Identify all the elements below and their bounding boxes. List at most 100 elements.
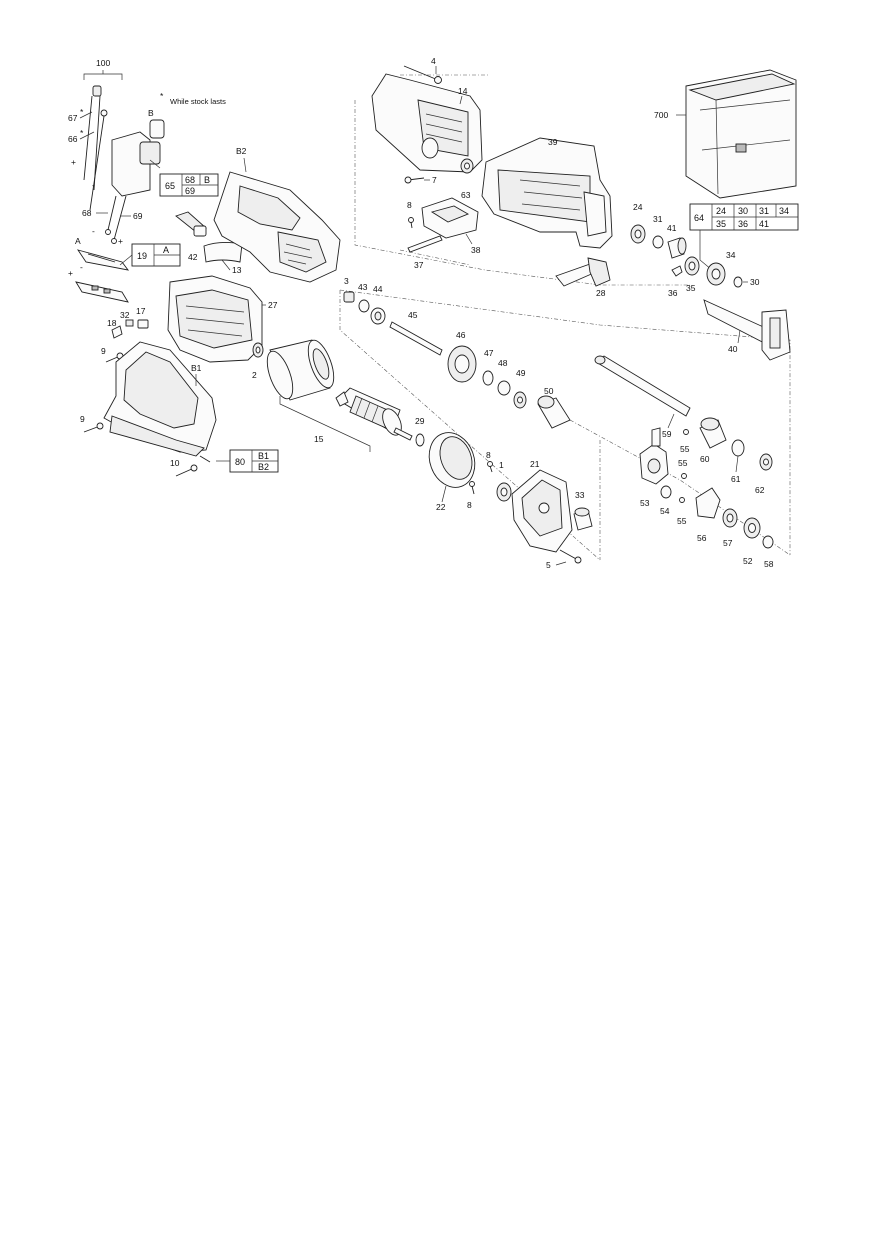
kit-64-top-1: 30 [738, 206, 748, 216]
label-9b: 9 [80, 414, 85, 424]
group-100: 100 [83, 58, 123, 80]
part-45-shaft: 45 [389, 310, 443, 356]
part-28-lever: 28 [555, 257, 611, 298]
part-44-washer: 44 [370, 284, 386, 325]
label-A: A [75, 236, 81, 246]
part-47-washer: 47 [482, 348, 494, 386]
part-53-wobble: 53 [639, 427, 669, 508]
part-55-screws: 55 55 55 [677, 429, 690, 526]
label-41: 41 [667, 223, 677, 233]
part-33-bushing: 33 [573, 490, 593, 531]
label-43: 43 [358, 282, 368, 292]
kit-65-bottom: 69 [185, 186, 195, 196]
label-44: 44 [373, 284, 383, 294]
label-63: 63 [461, 190, 471, 200]
label-15: 15 [314, 434, 324, 444]
label-68: 68 [82, 208, 92, 218]
part-58-nut: 58 [762, 535, 774, 569]
label-10: 10 [170, 458, 180, 468]
svg-text:*: * [160, 91, 164, 101]
part-5-screw: 5 [546, 549, 582, 570]
part-40-shoe: 40 [703, 299, 791, 361]
label-55b: 55 [678, 458, 688, 468]
part-7-screw: 7 [404, 175, 437, 185]
label-49: 49 [516, 368, 526, 378]
kit-64-top-0: 24 [716, 206, 726, 216]
part-armature [335, 387, 413, 441]
part-21-gear-cover: 21 [511, 459, 573, 553]
part-24-sleeve: 24 [630, 202, 646, 244]
note-while-stock-lasts: * While stock lasts [160, 91, 226, 106]
label-100: 100 [96, 58, 110, 68]
part-43-washer: 43 [358, 282, 370, 313]
part-4-screw: 4 [403, 56, 442, 84]
label-2: 2 [252, 370, 257, 380]
part-10-screw: 10 [170, 455, 211, 477]
part-50-bushing: 50 [537, 386, 571, 429]
label-39: 39 [548, 137, 558, 147]
kit-80-top: B1 [258, 451, 269, 461]
part-2-bearing: 2 [252, 342, 264, 380]
label-42: 42 [188, 252, 198, 262]
kit-80-bottom: B2 [258, 462, 269, 472]
label-8a: 8 [407, 200, 412, 210]
kit-box-80: 80 B1 B2 [216, 449, 279, 473]
part-54-ring: 54 [660, 485, 672, 516]
part-8b-screw: 8 [486, 450, 493, 473]
label-55c: 55 [677, 516, 687, 526]
part-30-ring: 30 [733, 276, 760, 288]
label-22: 22 [436, 502, 446, 512]
kit-64-number: 64 [694, 213, 704, 223]
part-37-pin: 37 [407, 235, 443, 270]
part-27-motor-housing: 27 [167, 275, 278, 363]
kit-65-top-1: B [204, 175, 210, 185]
kit-19-number: 19 [137, 251, 147, 261]
label-56: 56 [697, 533, 707, 543]
label-35: 35 [686, 283, 696, 293]
label-38: 38 [471, 245, 481, 255]
part-61-ring: 61 [731, 439, 745, 484]
label-59: 59 [662, 429, 672, 439]
label-45: 45 [408, 310, 418, 320]
kit-64-bottom-1: 36 [738, 219, 748, 229]
kit-80-number: 80 [235, 457, 245, 467]
label-28: 28 [596, 288, 606, 298]
label-B2: B2 [236, 146, 247, 156]
part-42-clip: 42 [175, 211, 207, 262]
label-34: 34 [726, 250, 736, 260]
part-41-collar: 41 [667, 223, 687, 259]
part-39-nose-housing: 39 [481, 137, 613, 249]
label-50: 50 [544, 386, 554, 396]
part-leads-67-66: 67 * 66 * + - [68, 85, 108, 211]
label-21: 21 [530, 459, 540, 469]
kit-64-bottom-2: 41 [759, 219, 769, 229]
part-60-bushing: 60 [699, 417, 727, 464]
label-36: 36 [668, 288, 678, 298]
kit-64-top-3: 34 [779, 206, 789, 216]
assembly-dash-lines [339, 74, 791, 561]
part-1-bearing: 1 [496, 460, 512, 502]
label-58: 58 [764, 559, 774, 569]
part-15-field: 15 [266, 339, 371, 452]
label-57: 57 [723, 538, 733, 548]
part-29-washer: 29 [415, 416, 425, 447]
label-8c: 8 [467, 500, 472, 510]
part-48-washer: 48 [497, 358, 511, 396]
kit-box-65: 65 68 B 69 [149, 159, 219, 197]
part-59-plunger: 59 [594, 355, 691, 439]
label-5: 5 [546, 560, 551, 570]
label-33: 33 [575, 490, 585, 500]
label-7: 7 [432, 175, 437, 185]
label-48: 48 [498, 358, 508, 368]
label-B: B [148, 108, 154, 118]
svg-text:+: + [68, 268, 73, 278]
svg-text:-: - [80, 262, 83, 272]
label-18: 18 [107, 318, 117, 328]
label-4: 4 [431, 56, 436, 66]
label-40: 40 [728, 344, 738, 354]
part-3-bearing: 3 [343, 276, 355, 303]
svg-text:+: + [71, 157, 76, 167]
label-62: 62 [755, 485, 765, 495]
label-54: 54 [660, 506, 670, 516]
